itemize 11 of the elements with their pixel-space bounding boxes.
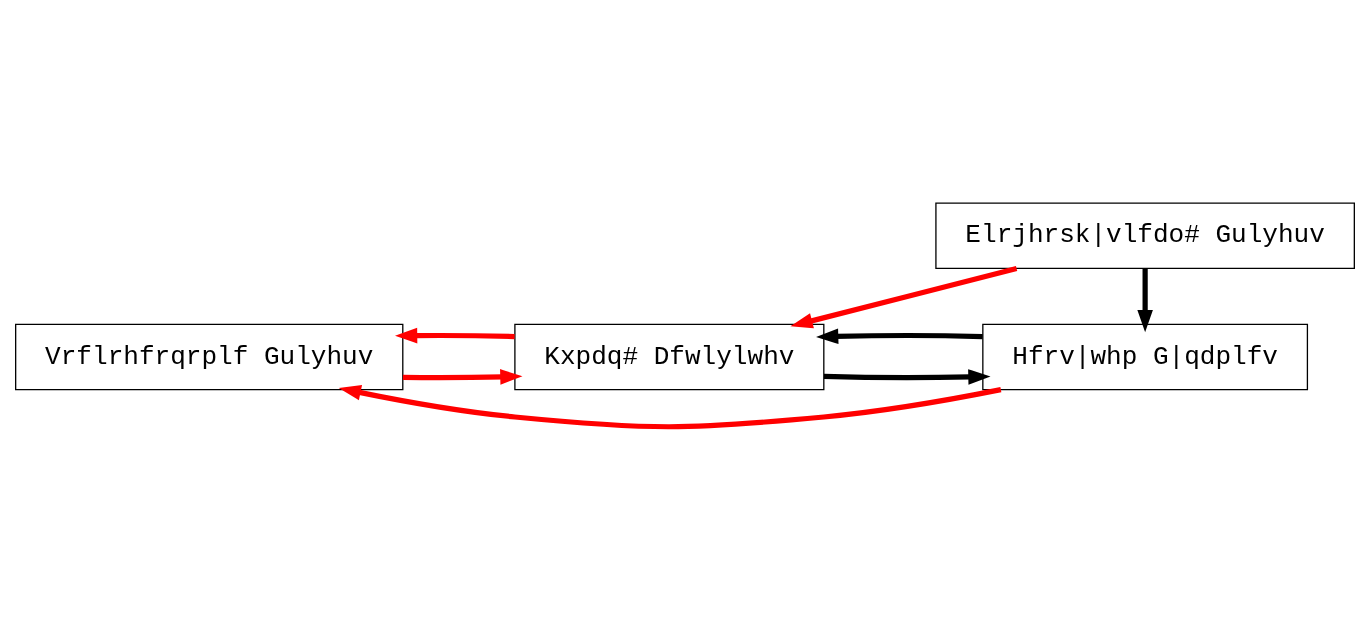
node-box: Hfrv|whp G|qdplfv: [982, 323, 1309, 391]
arrow: [1137, 268, 1153, 333]
node-box: Elrjhrsk|vlfdo# Gulyhuv: [935, 202, 1355, 270]
arrow: [395, 327, 515, 344]
arrow: [402, 369, 523, 385]
arrow: [823, 369, 991, 385]
node-box: Kxpdq# Dfwlylwhv: [514, 323, 825, 391]
arrow: [338, 384, 1002, 430]
node-box: Vrflrhfrqrplf Gulyhuv: [15, 323, 404, 391]
arrow: [816, 328, 983, 345]
arrow: [790, 265, 1018, 329]
